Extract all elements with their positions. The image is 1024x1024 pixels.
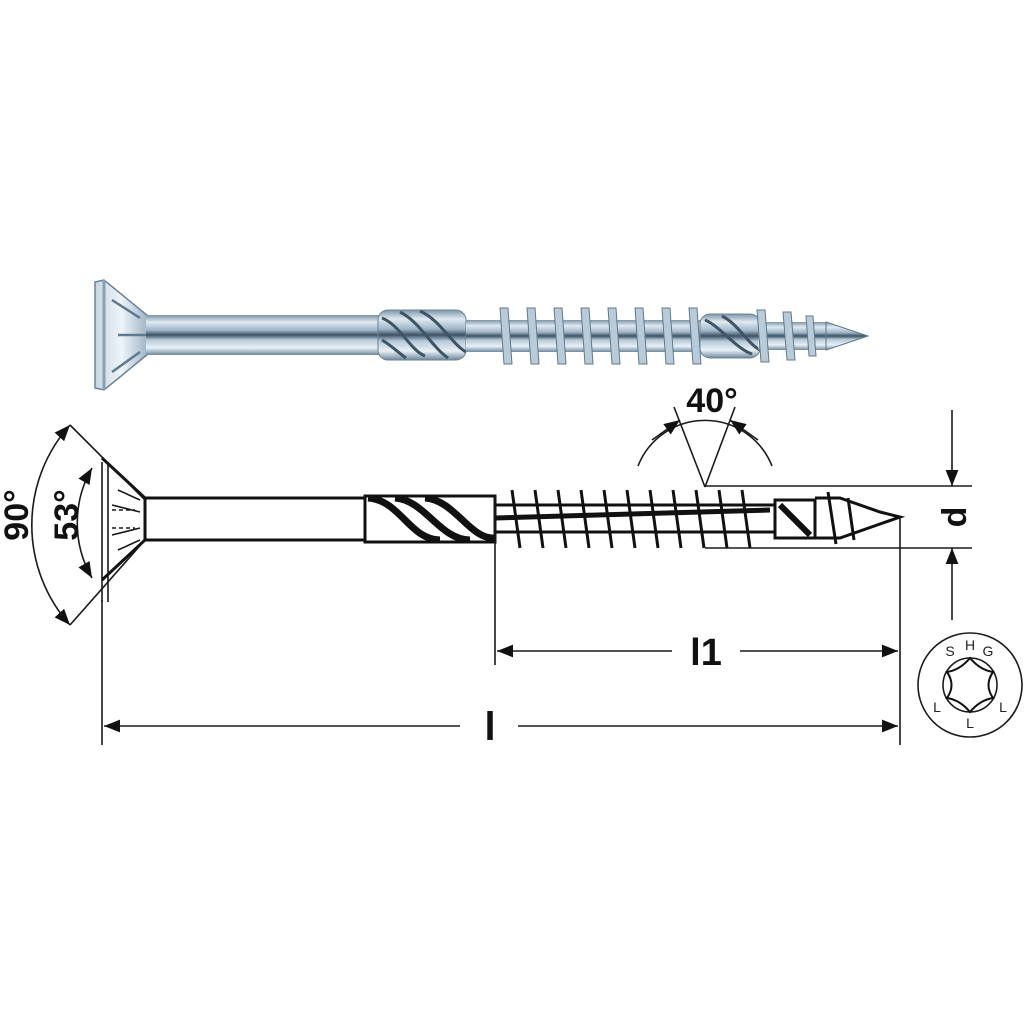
screw-line-drawing: 90° 53° 40° d l1 <box>0 382 1023 749</box>
cutter-section-1 <box>377 309 467 361</box>
angle-53-label: 53° <box>48 489 86 540</box>
angle-90-label: 90° <box>0 489 36 540</box>
thread-crests-1 <box>499 307 702 365</box>
torx-letter-l-right: L <box>999 699 1007 715</box>
angle-53-annotation: 53° <box>48 467 93 579</box>
total-length-label: l <box>484 705 495 749</box>
screw-photo <box>94 279 870 391</box>
torx-letter-g: G <box>983 643 994 659</box>
angle-40-annotation: 40° <box>637 382 773 488</box>
angle-90-annotation: 90° <box>0 424 146 626</box>
torx-letter-l-left: L <box>933 699 941 715</box>
cutter-drawing <box>363 494 497 544</box>
diameter-dimension: d <box>936 410 974 620</box>
angle-40-label: 40° <box>686 382 737 420</box>
torx-letter-l-bottom: L <box>966 715 974 731</box>
total-length-dimension: l <box>104 705 898 749</box>
torx-letter-s: S <box>945 643 954 659</box>
thread-flanks <box>510 489 752 549</box>
torx-drive-icon: S H G L L L <box>917 632 1023 738</box>
thread-length-dimension: l1 <box>497 632 898 674</box>
torx-letter-h: H <box>965 637 975 653</box>
thread-length-label: l1 <box>690 632 722 674</box>
diameter-label: d <box>936 507 974 528</box>
cutter-section-2 <box>699 313 761 359</box>
